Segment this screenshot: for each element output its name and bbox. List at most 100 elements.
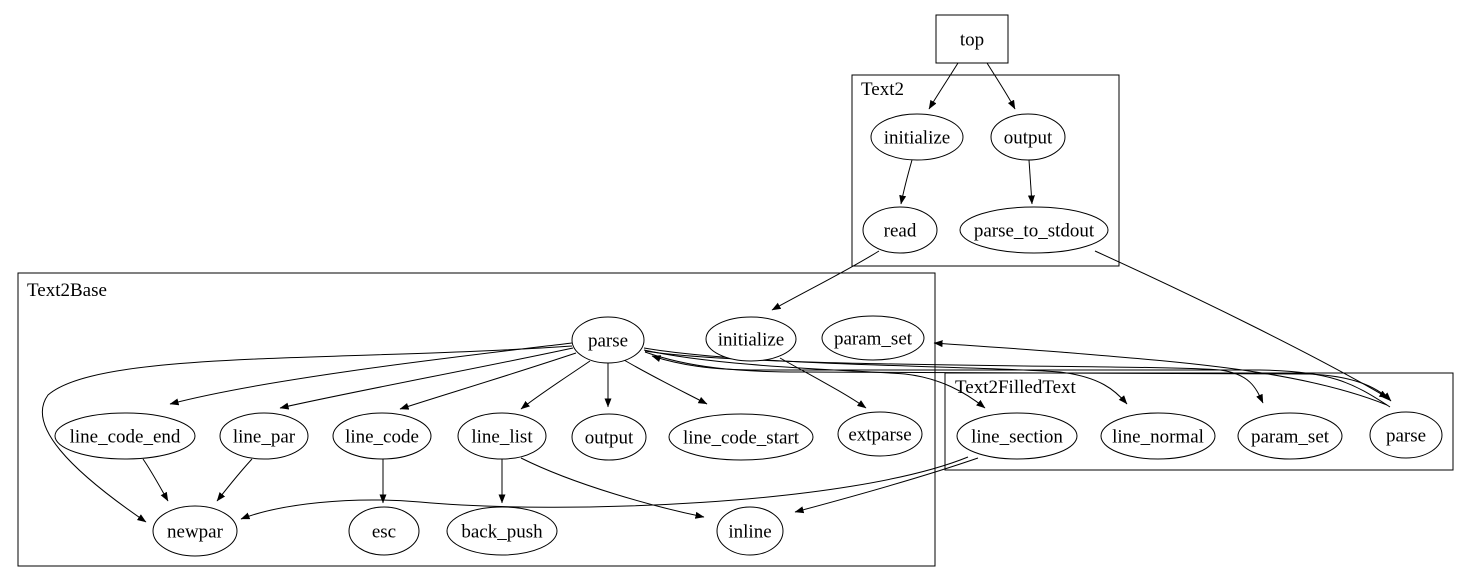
- edge-top-to-t2_initialize: [928, 62, 959, 110]
- node-f_parse: parse: [1369, 411, 1443, 459]
- node-ellipse-line_code_start: [668, 413, 814, 461]
- cluster-text2filledtext: Text2FilledText: [944, 372, 1454, 471]
- edge-b_parse-to-line_list: [520, 360, 591, 410]
- node-label-inline: inline: [728, 521, 771, 542]
- node-back_push: back_push: [446, 506, 558, 556]
- edge-b_initialize-to-extparse: [779, 357, 867, 409]
- node-label-esc: esc: [372, 521, 396, 542]
- node-b_initialize: initialize: [705, 316, 797, 362]
- edge-b_parse-to-f_parse: [644, 351, 1392, 402]
- node-line_code_start: line_code_start: [668, 413, 814, 461]
- edge-b_parse-to-line_section: [643, 349, 986, 409]
- node-label-line_normal: line_normal: [1112, 426, 1204, 447]
- node-read: read: [862, 206, 938, 254]
- node-label-b_parse: parse: [588, 330, 628, 351]
- node-ellipse-newpar: [152, 505, 238, 557]
- node-ellipse-b_param_set: [821, 315, 925, 361]
- node-ellipse-line_code_end: [54, 412, 196, 460]
- node-b_parse: parse: [571, 316, 645, 364]
- node-line_normal: line_normal: [1100, 412, 1216, 460]
- node-label-b_output: output: [585, 427, 634, 448]
- node-ellipse-line_normal: [1100, 412, 1216, 460]
- node-label-line_code: line_code: [345, 426, 419, 447]
- node-extparse: extparse: [837, 411, 923, 457]
- edge-top-to-t2_output: [986, 62, 1016, 110]
- edge-f_parse-to-b_parse: [651, 355, 1391, 408]
- node-ellipse-b_parse: [571, 316, 645, 364]
- node-newpar: newpar: [152, 505, 238, 557]
- edge-line_code_end-to-newpar: [142, 458, 169, 502]
- node-ellipse-read: [862, 206, 938, 254]
- edge-line_list-to-inline: [520, 457, 705, 519]
- edge-b_parse-to-line_code: [399, 352, 577, 410]
- node-ellipse-parse_to_stdout: [959, 206, 1109, 254]
- edge-read-to-b_initialize: [771, 250, 880, 311]
- node-label-extparse: extparse: [848, 424, 911, 445]
- node-b_output: output: [571, 413, 647, 461]
- node-ellipse-b_output: [571, 413, 647, 461]
- node-label-t2_initialize: initialize: [884, 127, 950, 148]
- edge-t2_output-to-parse_to_stdout: [1027, 159, 1035, 205]
- node-esc: esc: [348, 506, 420, 556]
- node-label-line_list: line_list: [471, 426, 533, 447]
- node-label-line_section: line_section: [971, 426, 1063, 447]
- cluster-label-text2: Text2: [861, 79, 904, 100]
- edge-parse_to_stdout-to-f_parse: [1094, 250, 1389, 399]
- node-ellipse-back_push: [446, 506, 558, 556]
- node-t2_output: output: [990, 113, 1066, 161]
- node-ellipse-inline: [716, 506, 784, 556]
- node-ellipse-line_section: [956, 412, 1078, 460]
- node-label-t2_output: output: [1004, 127, 1053, 148]
- edge-b_parse-to-line_code_start: [623, 359, 708, 405]
- node-top: top: [935, 14, 1009, 64]
- node-label-back_push: back_push: [461, 521, 543, 542]
- node-ellipse-b_initialize: [705, 316, 797, 362]
- node-label-f_param_set: param_set: [1251, 426, 1330, 447]
- node-inline: inline: [716, 506, 784, 556]
- node-line_par: line_par: [219, 412, 309, 460]
- node-ellipse-extparse: [837, 411, 923, 457]
- node-ellipse-line_list: [457, 412, 547, 460]
- node-label-parse_to_stdout: parse_to_stdout: [974, 220, 1095, 241]
- node-parse_to_stdout: parse_to_stdout: [959, 206, 1109, 254]
- edge-line_section-to-newpar: [240, 456, 969, 520]
- cluster-text2base: Text2Base: [17, 272, 936, 567]
- node-ellipse-t2_initialize: [870, 113, 964, 161]
- node-label-line_par: line_par: [233, 426, 296, 447]
- edge-b_parse-to-line_par: [279, 347, 574, 410]
- node-ellipse-t2_output: [990, 113, 1066, 161]
- edge-line_par-to-newpar: [216, 458, 253, 502]
- node-label-b_initialize: initialize: [718, 329, 784, 350]
- cluster-label-text2base: Text2Base: [27, 280, 107, 301]
- edge-b_parse-to-newpar: [42, 345, 573, 523]
- cluster-box-text2: [851, 74, 1120, 267]
- cluster-label-text2filledtext: Text2FilledText: [955, 377, 1077, 398]
- node-label-read: read: [884, 220, 917, 241]
- node-ellipse-f_param_set: [1237, 412, 1343, 460]
- node-f_param_set: param_set: [1237, 412, 1343, 460]
- node-ellipse-line_code: [332, 412, 432, 460]
- node-label-b_param_set: param_set: [834, 328, 913, 349]
- node-b_param_set: param_set: [821, 315, 925, 361]
- cluster-box-text2base: [17, 272, 936, 567]
- node-label-newpar: newpar: [167, 521, 224, 542]
- cluster-box-text2filledtext: [944, 372, 1454, 471]
- node-ellipse-line_par: [219, 412, 309, 460]
- node-label-f_parse: parse: [1386, 425, 1426, 446]
- node-line_list: line_list: [457, 412, 547, 460]
- node-t2_initialize: initialize: [870, 113, 964, 161]
- node-label-top: top: [960, 29, 984, 50]
- edge-t2_initialize-to-read: [899, 159, 913, 205]
- node-line_code_end: line_code_end: [54, 412, 196, 460]
- cluster-text2: Text2: [851, 74, 1120, 267]
- node-line_section: line_section: [956, 412, 1078, 460]
- node-box-top: [935, 14, 1009, 64]
- edge-line_section-to-inline: [794, 457, 979, 514]
- node-ellipse-f_parse: [1369, 411, 1443, 459]
- node-label-line_code_start: line_code_start: [683, 427, 800, 448]
- node-ellipse-esc: [348, 506, 420, 556]
- edge-f_parse-to-b_param_set: [933, 340, 1388, 406]
- node-label-line_code_end: line_code_end: [70, 426, 181, 447]
